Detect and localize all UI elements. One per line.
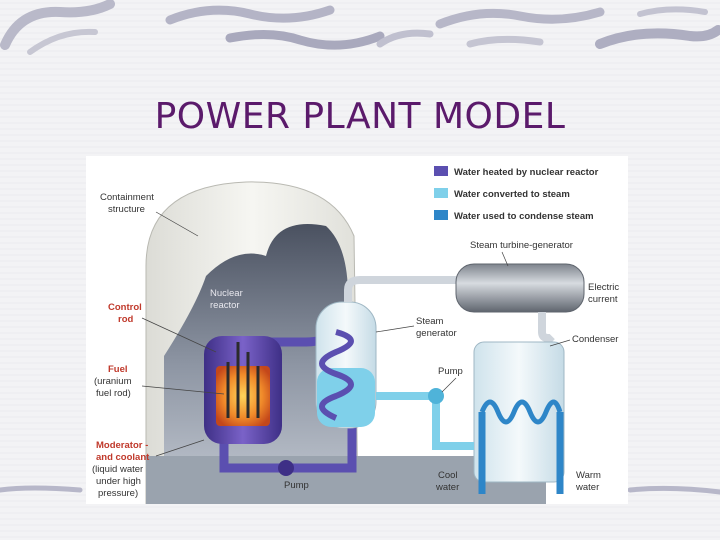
label-control-rod-2: rod [118,314,134,325]
steam-turbine-generator [455,263,585,313]
label-fuel-3: fuel rod) [96,388,131,399]
label-electric-1: Electric [588,282,619,293]
reactor-core [216,366,270,426]
legend-swatch-steam [434,188,448,198]
primary-loop-return [347,418,357,473]
label-control-rod-1: Control [108,302,142,313]
label-fuel-2: (uranium [94,376,132,387]
label-cool-water-2: water [435,482,459,493]
legend: Water heated by nuclear reactor Water co… [434,166,599,222]
label-fuel-1: Fuel [108,364,128,375]
label-warm-water-2: water [575,482,599,493]
label-moderator-3: (liquid water [92,464,143,475]
fuel-rods [226,342,260,418]
primary-pump [278,460,294,476]
label-condenser: Condenser [572,334,618,345]
label-turbine: Steam turbine-generator [470,240,573,251]
legend-label-steam: Water converted to steam [454,189,570,200]
legend-swatch-condense [434,210,448,220]
label-electric-2: current [588,294,618,305]
slide-title: POWER PLANT MODEL [154,96,566,137]
feedwater-pump [428,388,444,404]
legend-label-heated: Water heated by nuclear reactor [454,167,599,178]
label-containment-1: Containment [100,192,154,203]
label-moderator-2: and coolant [96,452,150,463]
bottom-wave-decoration [0,485,720,495]
legend-swatch-heated [434,166,448,176]
label-steam-generator-2: generator [416,328,457,339]
label-moderator-4: under high [96,476,141,487]
label-warm-water-1: Warm [576,470,601,481]
condenser-coil [479,399,563,425]
steam-generator-water [317,368,375,427]
label-moderator-5: pressure) [98,488,138,499]
turbine-exhaust-pipe [538,312,555,345]
top-wave-decoration [0,0,720,55]
cooling-water-pipes [478,412,564,494]
steam-generator-coil [319,329,354,421]
label-cool-water-1: Cool [438,470,458,481]
label-pump-right: Pump [438,366,463,377]
label-steam-generator-1: Steam [416,316,444,327]
label-containment-2: structure [108,204,145,215]
feedwater-pipe [376,392,474,450]
label-pump-bottom: Pump [284,480,309,491]
legend-label-condense: Water used to condense steam [454,211,594,222]
condenser-vessel [473,341,565,483]
power-plant-diagram: Water heated by nuclear reactor Water co… [86,156,628,504]
label-nuclear-2: reactor [210,300,240,311]
label-moderator-1: Moderator - [96,440,148,451]
leader-lines [141,211,571,457]
steam-pipe [344,276,458,302]
label-nuclear-1: Nuclear [210,288,243,299]
